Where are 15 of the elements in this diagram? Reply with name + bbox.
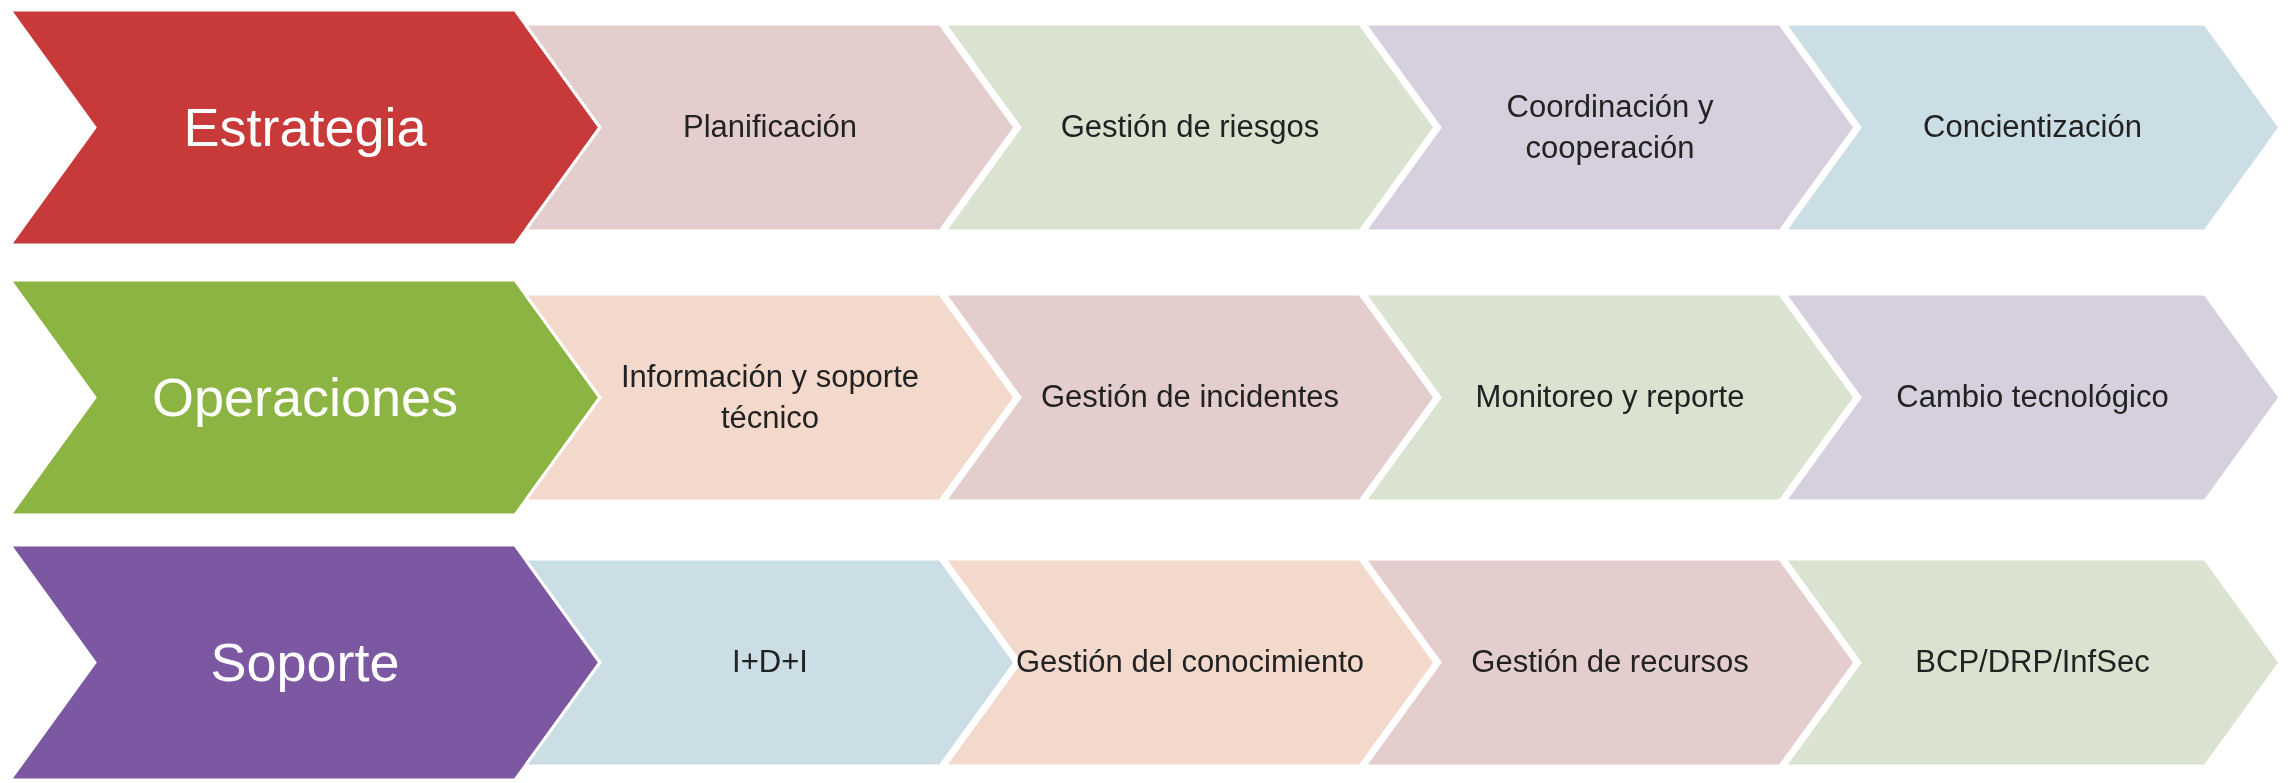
step-label: Coordinación y cooperación <box>1505 88 1715 167</box>
step-label: Gestión del conocimiento <box>1015 643 1365 682</box>
step-label: Información y soporte técnico <box>619 358 921 437</box>
step-label: Cambio tecnológico <box>1896 378 2169 417</box>
step-label: BCP/DRP/InfSec <box>1915 643 2150 682</box>
step-label: Gestión de incidentes <box>1040 378 1340 417</box>
step-label: Gestión de recursos <box>1471 643 1749 682</box>
step-label: Planificación <box>682 108 857 147</box>
category-label: Estrategia <box>183 96 427 160</box>
category-label: Operaciones <box>151 366 459 430</box>
category-label: Soporte <box>210 631 400 695</box>
step-label: Gestión de riesgos <box>1060 108 1320 147</box>
step-label: I+D+I <box>732 643 808 682</box>
step-label: Concientización <box>1923 108 2142 147</box>
step-label: Monitoreo y reporte <box>1475 378 1745 417</box>
